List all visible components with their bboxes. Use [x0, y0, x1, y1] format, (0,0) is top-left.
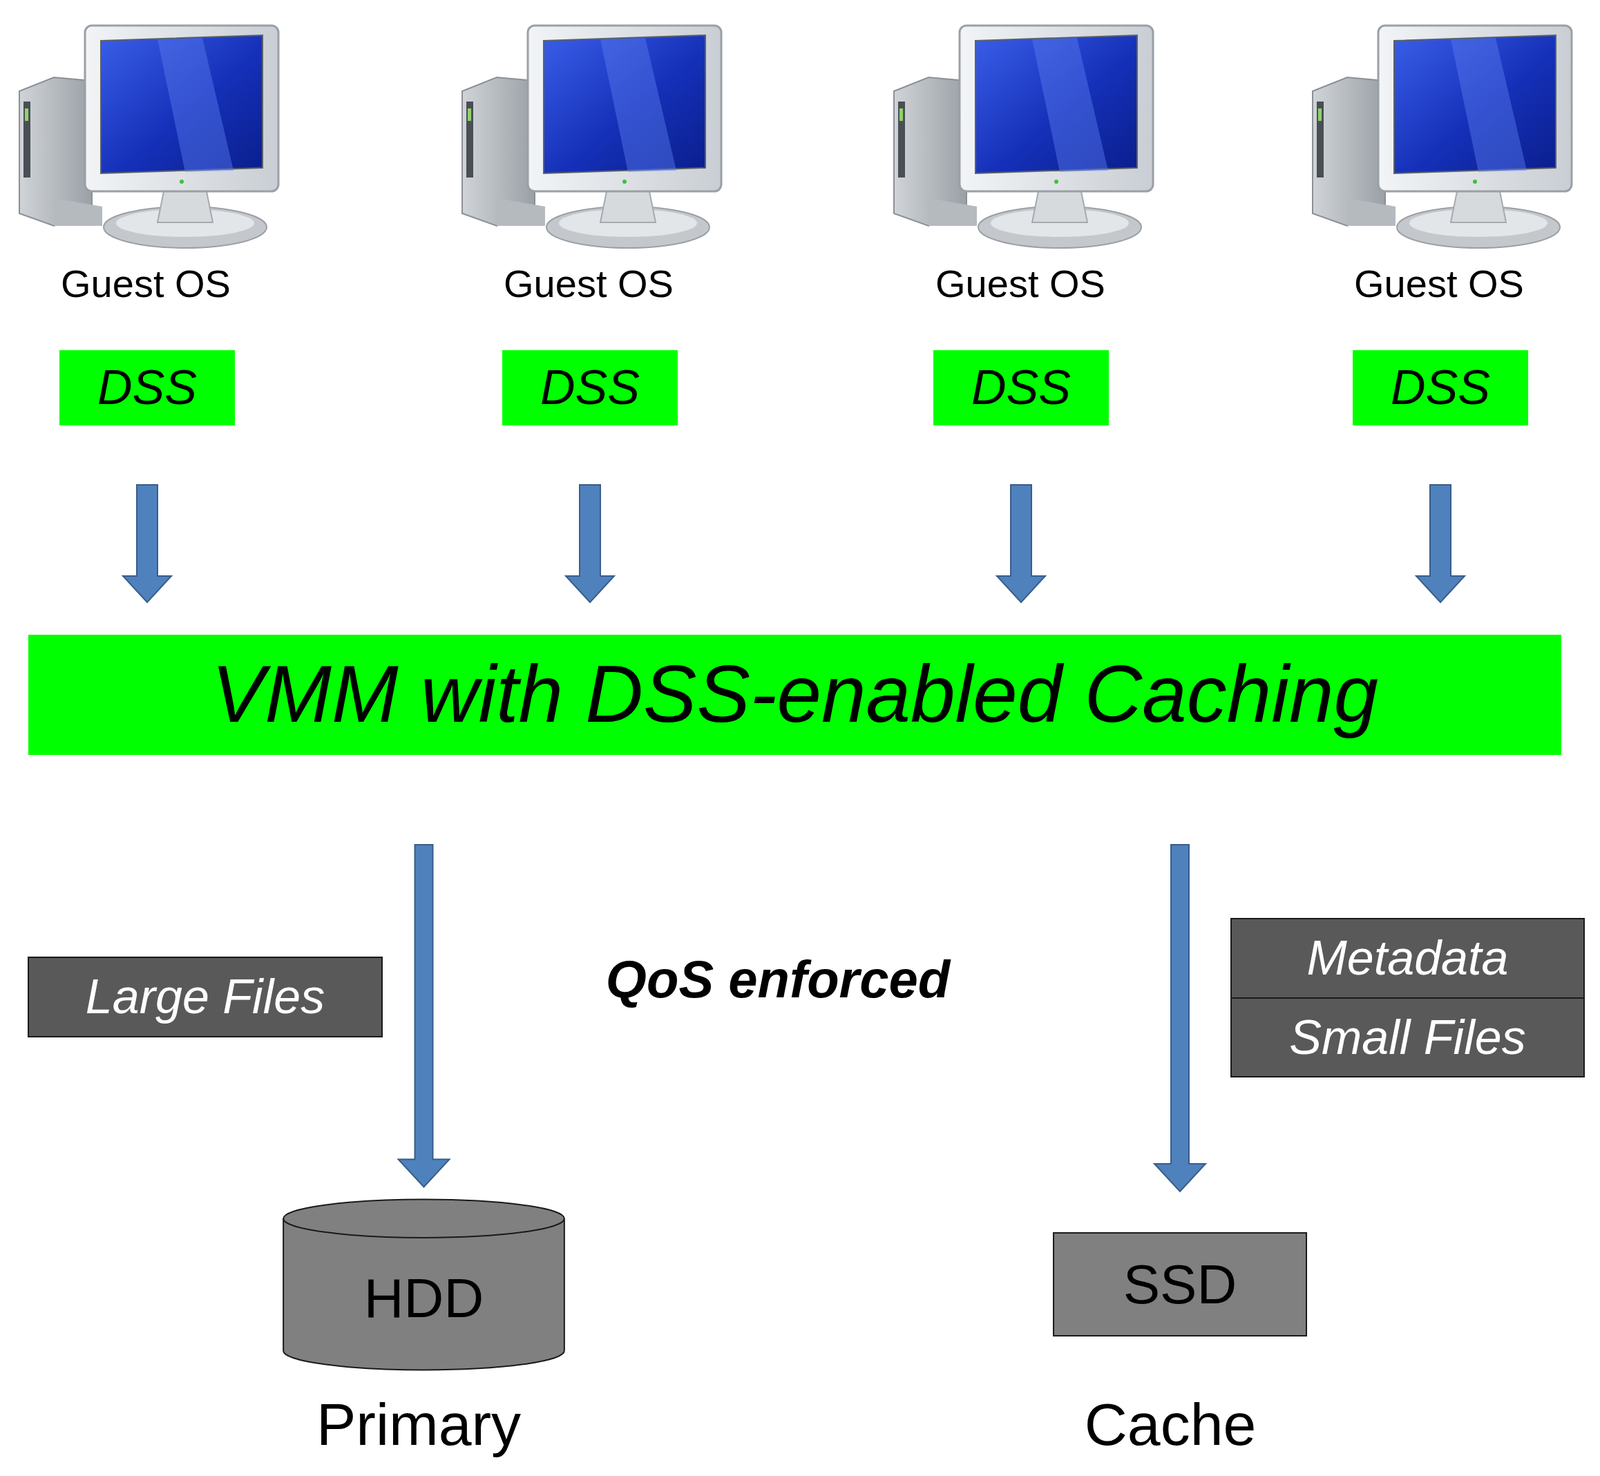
os-label: Guest OS: [503, 261, 674, 307]
node-text: HDD: [364, 1267, 484, 1331]
dss-box: DSS: [933, 350, 1109, 426]
computer-icon: [19, 25, 279, 249]
hdd-cylinder: HDD: [280, 1197, 568, 1373]
node-text: VMM with DSS-enabled Caching: [211, 648, 1379, 741]
block-arrow: [1416, 484, 1465, 603]
os-label: Guest OS: [1354, 261, 1525, 307]
node-text: DSS: [1390, 359, 1491, 416]
node-text: SSD: [1123, 1253, 1238, 1317]
vmm-band: VMM with DSS-enabled Caching: [28, 634, 1562, 756]
tier-caption: Primary: [316, 1390, 521, 1460]
os-label: Guest OS: [935, 261, 1106, 307]
computer-icon: [1312, 25, 1572, 249]
block-arrow: [565, 484, 615, 603]
dss-box: DSS: [1352, 350, 1529, 426]
dss-box: DSS: [59, 350, 235, 426]
block-arrow: [1154, 844, 1206, 1192]
data-class-box: Metadata: [1230, 918, 1585, 999]
computer-icon: [893, 25, 1154, 249]
data-class-box: Large Files: [27, 956, 383, 1038]
node-text: DSS: [540, 359, 640, 416]
node-text: Metadata: [1307, 930, 1509, 987]
os-label: Guest OS: [60, 261, 231, 307]
computer-icon: [462, 25, 722, 249]
qos-note: QoS enforced: [605, 949, 950, 1010]
data-class-box: Small Files: [1230, 997, 1585, 1078]
node-text: DSS: [97, 359, 197, 416]
node-text: Small Files: [1289, 1010, 1526, 1066]
tier-caption: Cache: [1084, 1390, 1257, 1460]
node-text: Large Files: [85, 969, 325, 1026]
block-arrow: [996, 484, 1046, 603]
dss-box: DSS: [502, 350, 678, 426]
block-arrow: [122, 484, 172, 603]
ssd-box: SSD: [1052, 1232, 1308, 1337]
block-arrow: [398, 844, 450, 1188]
node-text: DSS: [971, 359, 1071, 416]
